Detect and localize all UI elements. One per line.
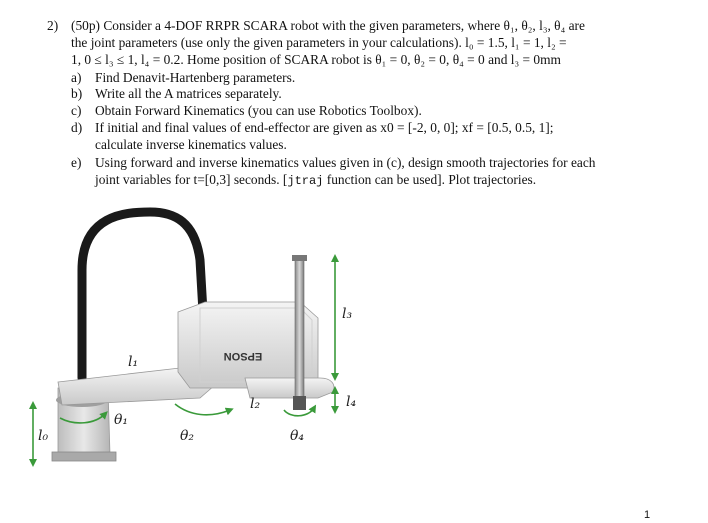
theta1-arc xyxy=(59,411,108,424)
label-theta4: θ₄ xyxy=(290,428,304,444)
theta4-arc xyxy=(283,404,317,417)
item-a-text: Find Denavit-Hartenberg parameters. xyxy=(95,70,296,85)
base-foot xyxy=(51,451,117,462)
label-l4: l₄ xyxy=(346,394,356,410)
theta2-arc xyxy=(174,403,234,416)
jtraj-code: jtraj xyxy=(287,174,324,188)
link-2-forearm xyxy=(244,377,335,399)
label-theta1: θ₁ xyxy=(114,412,128,428)
page-number: 1 xyxy=(644,509,651,521)
item-d-text-line-1: If initial and final values of end-effec… xyxy=(95,120,554,135)
shaft-cap xyxy=(292,255,307,261)
label-l3: l₃ xyxy=(342,306,352,322)
label-l2: l₂ xyxy=(250,396,260,412)
label-l0: l₀ xyxy=(38,428,48,444)
item-e-line-2-pre: joint variables for t=[0,3] seconds. [ xyxy=(95,172,288,187)
label-l1: l₁ xyxy=(128,354,138,370)
item-d-marker: d) xyxy=(71,120,83,135)
ball-screw-shaft xyxy=(294,257,305,409)
label-theta2: θ₂ xyxy=(180,428,194,444)
item-b-marker: b) xyxy=(71,86,83,101)
item-e-text-line-2: joint variables for t=[0,3] seconds. [jt… xyxy=(95,172,536,189)
end-effector xyxy=(293,396,306,410)
problem-header-line-3: 1, 0 ≤ l₃ ≤ 1, l₄ = 0.2. Home position o… xyxy=(71,52,561,67)
brand-label: EPSON xyxy=(224,350,263,362)
item-a-marker: a) xyxy=(71,70,82,85)
item-e-marker: e) xyxy=(71,155,82,170)
item-e-text-line-1: Using forward and inverse kinematics val… xyxy=(95,155,596,170)
item-c-text: Obtain Forward Kinematics (you can use R… xyxy=(95,103,422,118)
problem-header-line-1: (50p) Consider a 4-DOF RRPR SCARA robot … xyxy=(71,18,585,33)
item-e-line-2-post: function can be used]. Plot trajectories… xyxy=(323,172,537,187)
item-c-marker: c) xyxy=(71,103,82,118)
item-d-text-line-2: calculate inverse kinematics values. xyxy=(95,137,287,152)
problem-number: 2) xyxy=(47,18,59,33)
item-b-text: Write all the A matrices separately. xyxy=(95,86,282,101)
cable xyxy=(77,207,208,383)
problem-header-line-2: the joint parameters (use only the given… xyxy=(71,35,567,50)
